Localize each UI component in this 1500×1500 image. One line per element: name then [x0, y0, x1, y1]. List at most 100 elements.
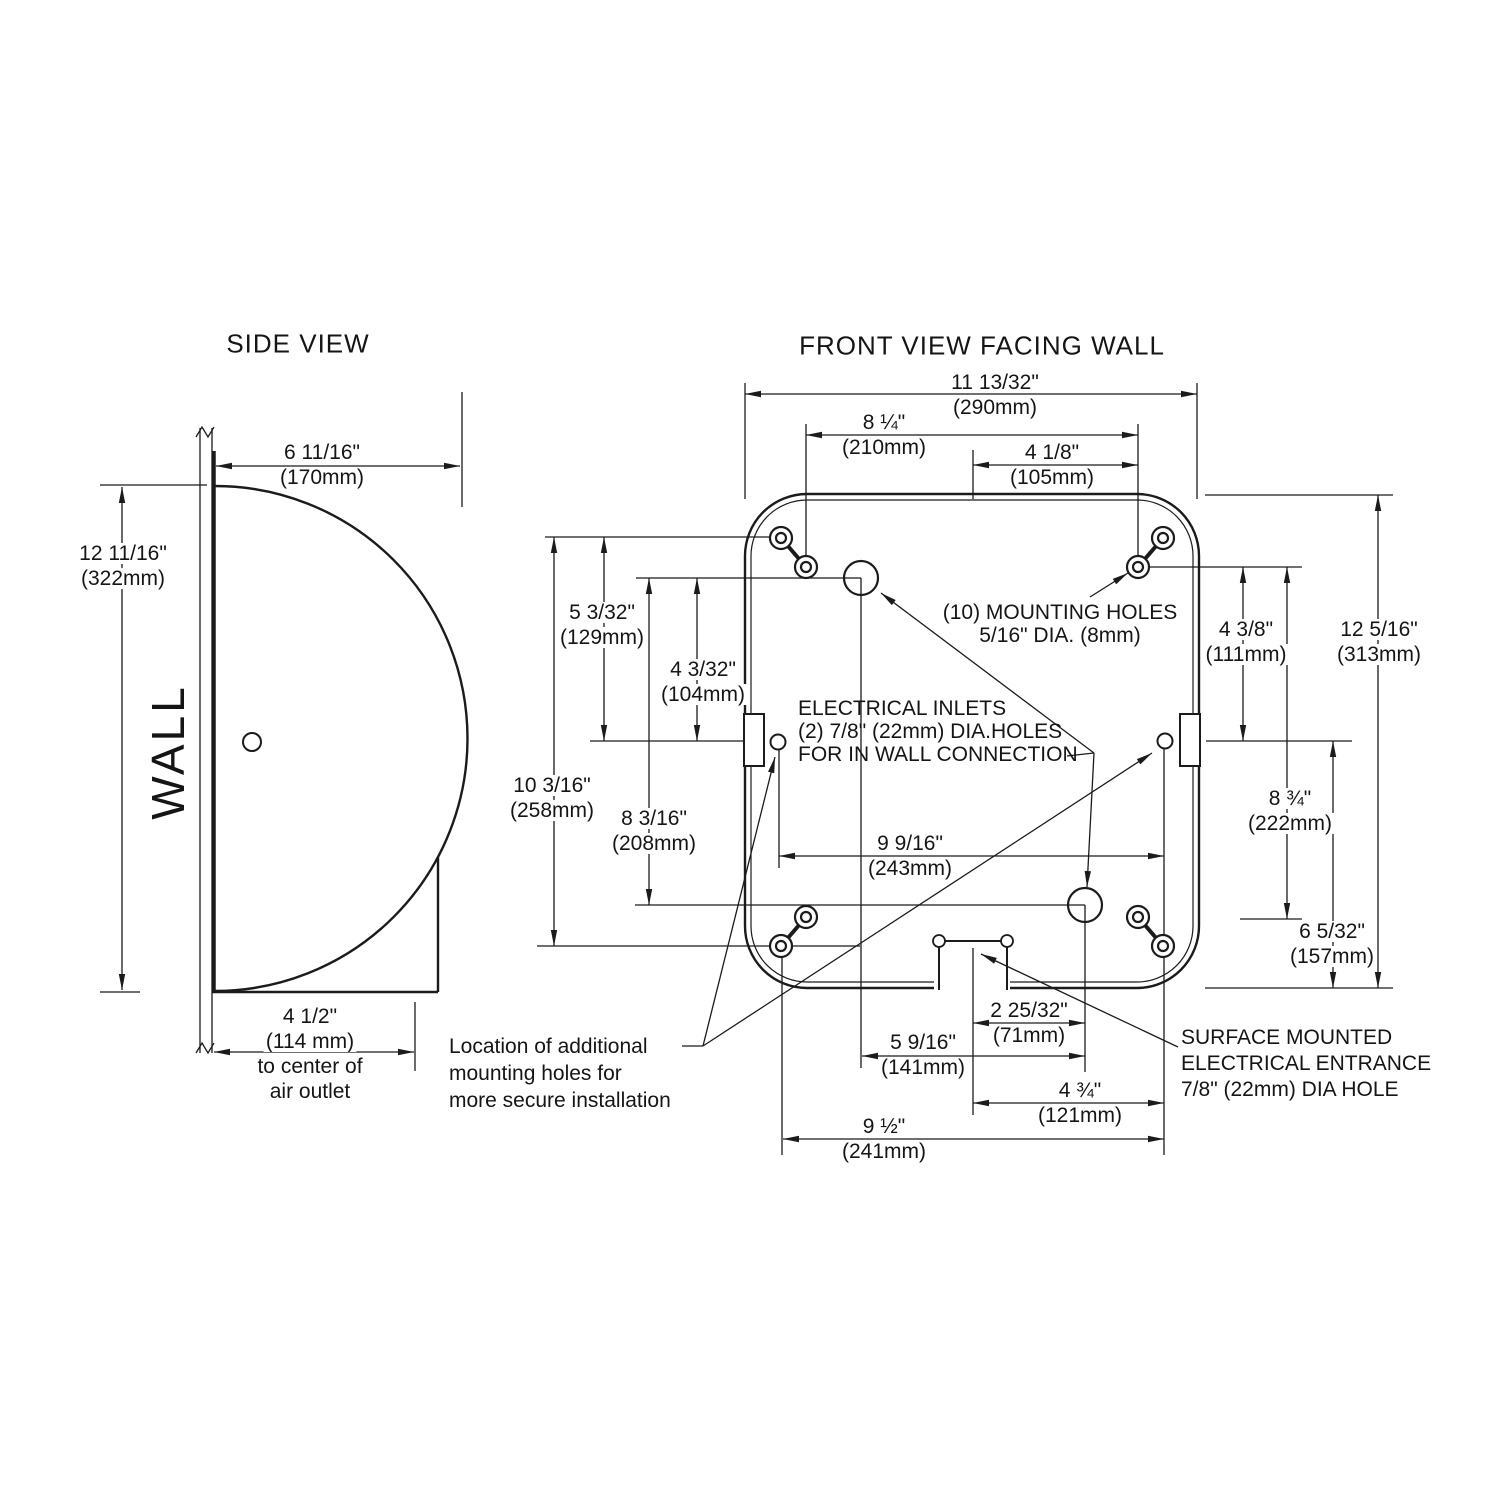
dim-side-height-mm: (322mm)	[78, 567, 168, 590]
note-mounting-line2: 5/16" DIA. (8mm)	[979, 624, 1141, 647]
dim-left-upper-in: 5 3/32"	[567, 601, 637, 624]
dim-entrance-half-mm: (121mm)	[1035, 1104, 1125, 1127]
wall-label: WALL	[142, 684, 194, 820]
dim-inlets-span-in: 9 9/16"	[877, 832, 943, 855]
mounting-hole-pair-top-left	[768, 525, 819, 580]
dim-holes-height: 8 ¾" (222mm)	[1245, 787, 1335, 835]
dim-left-inner: 4 3/32" (104mm)	[658, 658, 748, 706]
note-mounting-line1: (10) MOUNTING HOLES	[942, 601, 1178, 624]
dim-left-lower-in: 8 3/16"	[619, 807, 689, 830]
dim-inlets-span-mm: (243mm)	[867, 857, 953, 880]
dryer-side-profile	[212, 451, 469, 994]
note-surface-entrance: SURFACE MOUNTED ELECTRICAL ENTRANCE 7/8"…	[1181, 1025, 1431, 1103]
note-inlets-line1: ELECTRICAL INLETS	[798, 697, 1007, 720]
leader-lines	[682, 572, 1179, 1048]
dim-bottom-span-mm: (241mm)	[839, 1140, 929, 1163]
cover-arc	[214, 484, 469, 993]
dim-half-width: 4 1/8" (105mm)	[1007, 441, 1097, 489]
note-inlets-line2: (2) 7/8" (22mm) DIA.HOLES	[798, 720, 1063, 743]
dim-half-width-in: 4 1/8"	[1022, 441, 1082, 464]
dim-holes-top-mm: (111mm)	[1203, 643, 1289, 666]
dim-front-width-in: 11 13/32"	[949, 371, 1041, 394]
dim-left-lower-mm: (208mm)	[609, 832, 699, 855]
dim-holes-height-in: 8 ¾"	[1266, 787, 1314, 810]
note-inlets-line3: FOR IN WALL CONNECTION	[798, 743, 1078, 766]
bottom-notch	[932, 934, 1014, 990]
dim-inlet-bottom-mm: (157mm)	[1289, 945, 1375, 968]
wall-break-top	[195, 425, 215, 439]
dim-holes-width-mm: (210mm)	[839, 436, 929, 459]
wall-break-bottom	[195, 1041, 215, 1055]
front-view	[537, 383, 1393, 1155]
dim-side-height: 12 11/16" (322mm)	[77, 543, 169, 589]
additional-hole-left	[769, 733, 787, 751]
dim-holes-width-in: 8 ¼"	[860, 411, 908, 434]
note-surface-line2: ELECTRICAL ENTRANCE	[1181, 1052, 1432, 1075]
mounting-hole-pair-bottom-left	[768, 904, 819, 959]
dim-inlet-bottom-in: 6 5/32"	[1299, 920, 1365, 943]
leader-additional-right	[702, 752, 1153, 1047]
dim-left-upper-mm: (129mm)	[557, 626, 647, 649]
note-electrical-inlets: ELECTRICAL INLETS (2) 7/8" (22mm) DIA.HO…	[798, 697, 1078, 766]
dim-left-outer-mm: (258mm)	[507, 799, 597, 822]
front-view-title: FRONT VIEW FACING WALL	[799, 330, 1165, 361]
dim-entrance-left: 5 9/16" (141mm)	[878, 1031, 968, 1079]
dim-front-height: 12 5/16" (313mm)	[1334, 618, 1424, 665]
dim-holes-height-mm: (222mm)	[1245, 812, 1335, 835]
dim-front-width-mm: (290mm)	[950, 396, 1040, 419]
dim-air-outlet-note2: air outlet	[267, 1080, 353, 1103]
notch-screw-right	[1000, 934, 1014, 948]
note-additional-line2: mounting holes for	[449, 1062, 622, 1085]
notch-screw-left	[932, 934, 946, 948]
dim-entrance-left-in: 5 9/16"	[888, 1031, 958, 1054]
dim-left-outer-in: 10 3/16"	[511, 774, 593, 797]
extension-lines	[537, 383, 1393, 1155]
dim-side-depth-in: 6 11/16"	[282, 441, 362, 464]
dim-half-width-mm: (105mm)	[1007, 466, 1097, 489]
dim-left-outer: 10 3/16" (258mm)	[507, 774, 597, 822]
dim-left-lower: 8 3/16" (208mm)	[609, 807, 699, 855]
dim-bottom-span-in: 9 ½"	[860, 1115, 908, 1138]
dim-left-inner-in: 4 3/32"	[668, 658, 738, 681]
wall-lines	[195, 425, 215, 1055]
dim-entrance-left-mm: (141mm)	[878, 1056, 968, 1079]
right-knockout	[1179, 713, 1201, 767]
dim-entrance-half-in: 4 ¾"	[1056, 1079, 1104, 1102]
dim-air-outlet: 4 1/2" (114 mm) to center of air outlet	[255, 1005, 365, 1103]
left-knockout	[743, 713, 765, 767]
note-surface-line1: SURFACE MOUNTED	[1181, 1026, 1393, 1049]
note-surface-line3: 7/8" (22mm) DIA HOLE	[1181, 1078, 1399, 1101]
dim-notch-half-mm: (71mm)	[992, 1024, 1066, 1047]
dim-holes-top: 4 3/8" (111mm)	[1203, 618, 1289, 666]
dim-bottom-span: 9 ½" (241mm)	[839, 1115, 929, 1163]
note-additional-holes: Location of additional mounting holes fo…	[449, 1033, 671, 1114]
dim-air-outlet-in: 4 1/2"	[280, 1005, 340, 1028]
leader-additional-left	[702, 756, 776, 1047]
note-mounting-holes: (10) MOUNTING HOLES 5/16" DIA. (8mm)	[943, 601, 1178, 647]
dim-holes-top-in: 4 3/8"	[1216, 618, 1276, 641]
dim-notch-half: 2 25/32" (71mm)	[990, 1000, 1068, 1046]
dim-front-height-in: 12 5/16"	[1338, 618, 1420, 641]
dim-side-height-in: 12 11/16"	[77, 542, 169, 565]
dim-side-depth-mm: (170mm)	[277, 466, 367, 489]
dim-left-inner-mm: (104mm)	[658, 683, 748, 706]
leader-inlet-bottom	[1084, 752, 1095, 888]
air-outlet-circle	[242, 732, 262, 752]
dim-left-upper: 5 3/32" (129mm)	[557, 601, 647, 649]
dim-inlet-bottom: 6 5/32" (157mm)	[1289, 920, 1375, 968]
dim-entrance-half: 4 ¾" (121mm)	[1035, 1079, 1125, 1127]
leader-mounting-holes	[1089, 572, 1129, 598]
dim-inlets-span: 9 9/16" (243mm)	[867, 832, 953, 880]
dim-notch-half-in: 2 25/32"	[990, 999, 1068, 1022]
dim-holes-width: 8 ¼" (210mm)	[839, 411, 929, 459]
dim-air-outlet-mm: (114 mm)	[263, 1030, 357, 1053]
note-additional-line3: more secure installation	[449, 1089, 671, 1112]
leader-surface-entrance	[980, 953, 1179, 1048]
mounting-hole-pair-bottom-right	[1125, 904, 1176, 959]
note-additional-line1: Location of additional	[449, 1035, 648, 1058]
dim-side-depth: 6 11/16" (170mm)	[277, 441, 367, 489]
side-view-title: SIDE VIEW	[226, 328, 370, 359]
leader-inlet-top	[880, 592, 1095, 754]
